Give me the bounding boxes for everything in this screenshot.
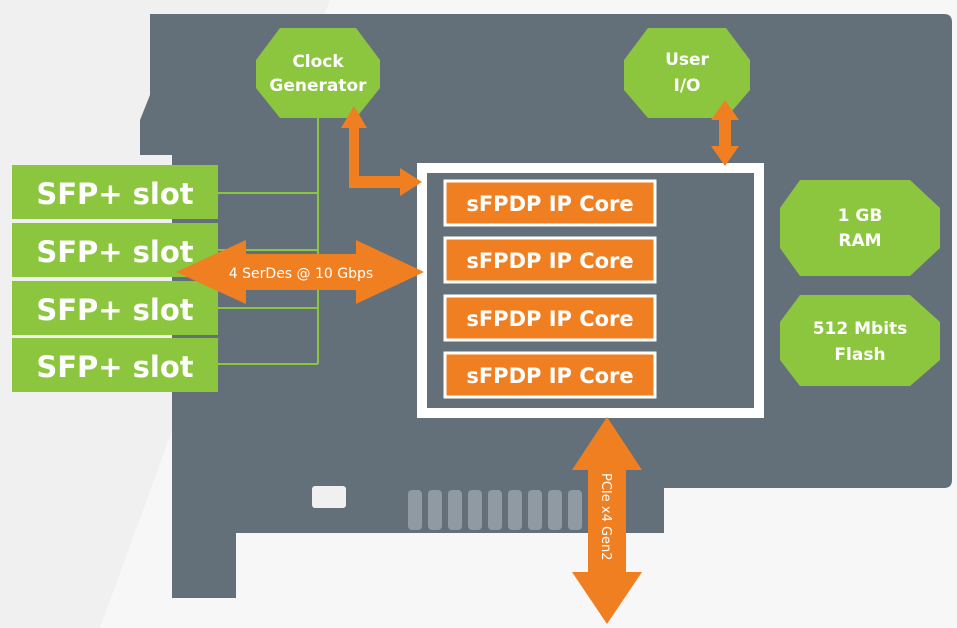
ip-core-label: sFPDP IP Core (466, 192, 633, 216)
ram-chip: 1 GB RAM (780, 180, 940, 276)
board-key-tab (312, 486, 346, 508)
ip-core-label: sFPDP IP Core (466, 307, 633, 331)
ram-label-line1: 1 GB (838, 206, 883, 226)
clock-generator: Clock Generator (256, 28, 380, 118)
ip-core-1: sFPDP IP Core (443, 179, 657, 227)
sfp-slot-label: SFP+ slot (36, 350, 193, 384)
flash-chip: 512 Mbits Flash (780, 295, 940, 386)
user-io-fpga-arrow (711, 100, 739, 166)
clock-label-line2: Generator (269, 76, 367, 96)
ip-core-label: sFPDP IP Core (466, 249, 633, 273)
flash-label-line1: 512 Mbits (813, 319, 908, 339)
sfp-slot-3: SFP+ slot (12, 281, 218, 335)
sfp-slot-2: SFP+ slot (12, 223, 218, 277)
clock-to-fpga-arrow (341, 106, 422, 196)
fpga-box (417, 163, 764, 418)
ip-core-3: sFPDP IP Core (443, 294, 657, 342)
ram-label-line2: RAM (838, 231, 881, 251)
ip-core-label: sFPDP IP Core (466, 364, 633, 388)
flash-label-line2: Flash (834, 345, 885, 365)
sfp-slot-label: SFP+ slot (36, 235, 193, 269)
sfp-slot-4: SFP+ slot (12, 338, 218, 392)
ip-core-2: sFPDP IP Core (443, 236, 657, 284)
sfp-slot-label: SFP+ slot (36, 177, 193, 211)
user-io-label-line1: User (665, 50, 709, 70)
serdes-double-arrow (176, 240, 424, 304)
sfp-slot-1: SFP+ slot (12, 165, 218, 219)
edge-connector-pads (408, 490, 582, 530)
user-io-label-line2: I/O (674, 76, 701, 96)
pcie-double-arrow (572, 417, 642, 624)
pcie-label: PCIe x4 Gen2 (598, 473, 613, 561)
clock-distribution-lines (218, 118, 319, 365)
serdes-label: 4 SerDes @ 10 Gbps (229, 266, 373, 282)
ip-core-4: sFPDP IP Core (443, 351, 657, 399)
clock-label-line1: Clock (292, 52, 344, 72)
user-io: User I/O (624, 28, 750, 118)
sfp-slot-label: SFP+ slot (36, 293, 193, 327)
